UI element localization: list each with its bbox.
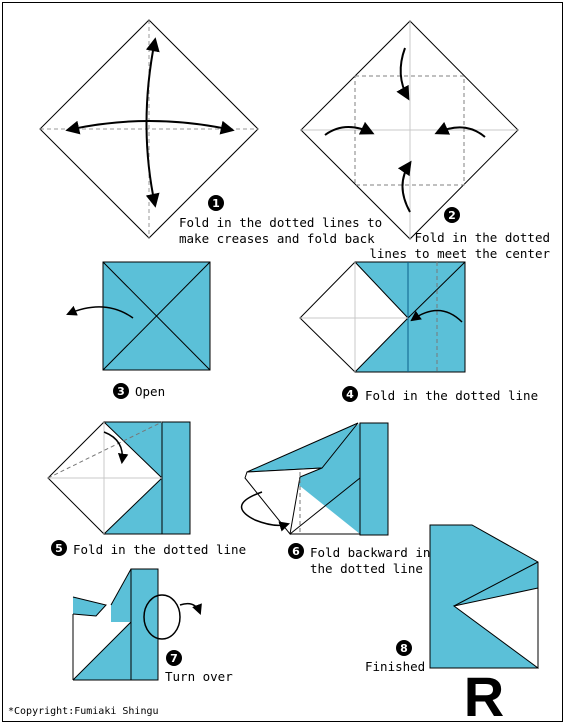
step-4-figure	[299, 261, 466, 373]
step-6-number: 6	[292, 545, 300, 558]
step-8-number: 8	[400, 642, 408, 655]
step-1-caption-line-2: make creases and fold back	[179, 231, 375, 246]
step-2-number: 2	[448, 209, 456, 222]
step-4-badge: 4	[342, 386, 358, 402]
step-8-badge: 8	[396, 640, 412, 656]
step-3-number: 3	[117, 385, 125, 398]
step-2-caption-line-2: lines to meet the center	[369, 246, 550, 261]
step-8-caption: Finished	[365, 659, 425, 674]
step-2-caption-line-1: Fold in the dotted	[415, 230, 550, 245]
step-5-caption: Fold in the dotted line	[73, 542, 246, 557]
step-3-figure	[66, 261, 211, 371]
step-6-badge: 6	[288, 543, 304, 559]
copyright-notice: *Copyright:Fumiaki Shingu	[8, 706, 159, 717]
step-4-caption: Fold in the dotted line	[365, 388, 538, 403]
step-1-badge: 1	[208, 195, 224, 211]
step-6-caption-line-1: Fold backward in	[310, 545, 430, 560]
step-7-caption: Turn over	[165, 669, 233, 684]
step-1-caption-line-1: Fold in the dotted lines to	[179, 215, 382, 230]
step-7-number: 7	[170, 652, 178, 665]
step-6-caption-line-2: the dotted line	[310, 561, 423, 576]
step-6-figure	[241, 422, 389, 536]
step-7-badge: 7	[166, 650, 182, 666]
step-3-caption: Open	[135, 384, 165, 399]
step-2-badge: 2	[444, 207, 460, 223]
step-5-badge: 5	[51, 540, 67, 556]
step-5-figure	[47, 421, 191, 535]
step-8-figure	[429, 524, 539, 669]
result-letter: R	[464, 665, 504, 726]
step-1-number: 1	[212, 197, 220, 210]
step-2-figure	[300, 20, 519, 240]
step-4-number: 4	[346, 388, 354, 401]
step-1-figure	[39, 19, 259, 239]
step-7-figure	[72, 568, 202, 681]
step-5-number: 5	[55, 542, 63, 555]
step-3-badge: 3	[113, 383, 129, 399]
